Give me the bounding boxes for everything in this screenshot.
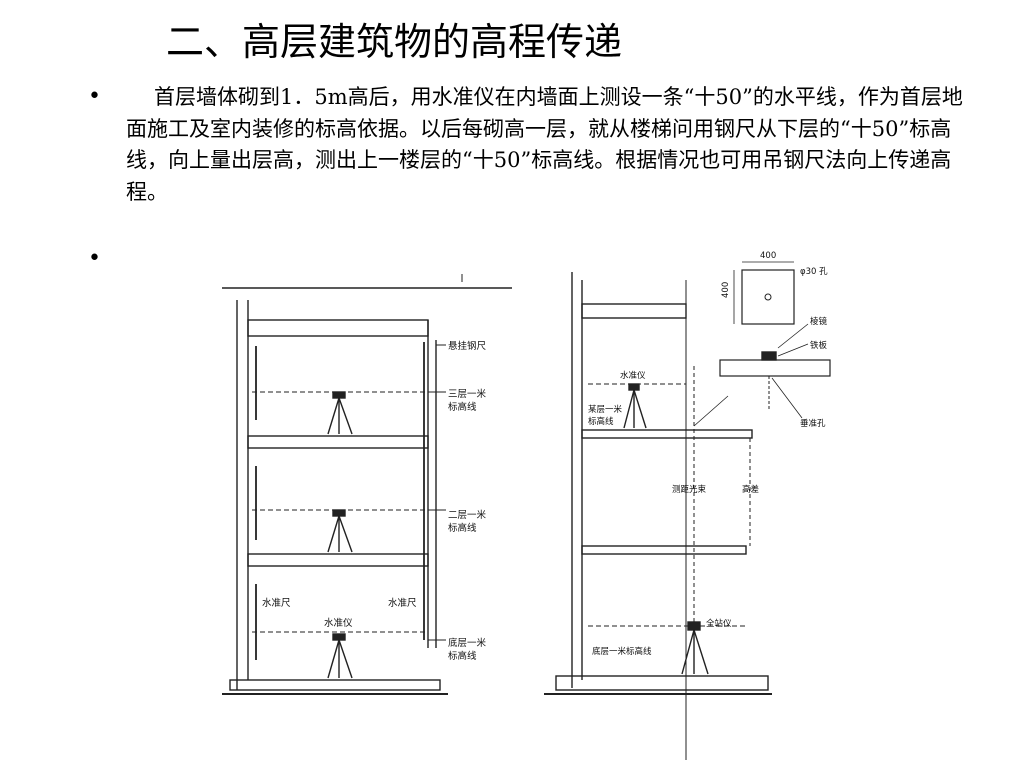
tripod-floor2 — [327, 509, 353, 553]
right-top-slab — [581, 303, 687, 319]
floor3-line-label-1: 三层一米 — [448, 388, 487, 400]
floor-height-label: 高差 — [742, 484, 759, 495]
left-diagram — [222, 274, 512, 695]
floor3-line-label-2: 标高线 — [448, 401, 477, 413]
right-staff-label: 水准尺 — [388, 597, 417, 609]
beam-leader — [693, 395, 729, 427]
prism-leader — [777, 323, 809, 349]
plate-width-label: 400 — [760, 251, 776, 261]
some-floor-line-label-2: 标高线 — [588, 416, 614, 427]
ground-slab — [229, 679, 441, 691]
body-paragraph: 首层墙体砌到1．5m高后，用水准仪在内墙面上测设一条“十50”的水平线，作为首层… — [126, 85, 963, 204]
plate-leader — [777, 343, 809, 357]
total-station-label: 全站仪 — [706, 618, 732, 629]
hole-label: φ30 孔 — [800, 267, 828, 277]
plate-label: 铁板 — [810, 340, 828, 351]
floor2-slab — [247, 553, 429, 567]
prism-shape — [761, 351, 777, 361]
plumb-hole-label: 垂准孔 — [800, 418, 826, 429]
floor4-slab — [247, 319, 429, 337]
left-staff-label: 水准尺 — [262, 597, 291, 609]
right-ground-slab — [555, 675, 769, 691]
floor2-line-label-2: 标高线 — [448, 522, 477, 534]
right-diagram — [544, 261, 831, 760]
plate-height-label: 400 — [721, 282, 731, 298]
floor2-line-label-1: 二层一米 — [448, 509, 487, 521]
bullet-1: • — [88, 84, 101, 109]
floor-slab-detail — [719, 359, 831, 377]
left-labels: 悬挂钢尺 三层一米 标高线 二层一米 标高线 水准尺 水准尺 水准仪 底层一米 … — [262, 340, 487, 662]
laser-beam-label: 测距光束 — [672, 484, 707, 495]
tripod-floor3 — [327, 391, 353, 435]
hanging-tape-label: 悬挂钢尺 — [448, 340, 487, 352]
right-level-instrument-label: 水准仪 — [620, 370, 646, 381]
floor1-line-label-1: 底层一米 — [448, 637, 487, 649]
bullet-2: • — [88, 246, 101, 271]
floor1-line-label-2: 标高线 — [448, 650, 477, 662]
plate-detail — [741, 269, 795, 325]
tripod-floor1 — [327, 633, 353, 679]
some-floor-line-label-1: 某层一米 — [588, 404, 623, 415]
tripod-total-station — [681, 621, 709, 675]
floor3-slab — [247, 435, 429, 449]
tripod-upper — [623, 383, 647, 429]
prism-label: 棱镜 — [810, 316, 828, 327]
left-level-instrument-label: 水准仪 — [324, 617, 353, 629]
slide-title: 二、高层建筑物的高程传递 — [166, 20, 623, 64]
plumb-hole-leader — [771, 377, 803, 419]
right-floor-slab-lower — [581, 545, 747, 555]
hole-circle — [764, 293, 772, 301]
right-labels: 400 400 φ30 孔 棱镜 铁板 垂准孔 水准仪 某层一米 标高线 测距光… — [588, 251, 828, 657]
right-floor-slab-upper — [581, 429, 753, 439]
ground-line-label: 底层一米标高线 — [592, 646, 652, 657]
